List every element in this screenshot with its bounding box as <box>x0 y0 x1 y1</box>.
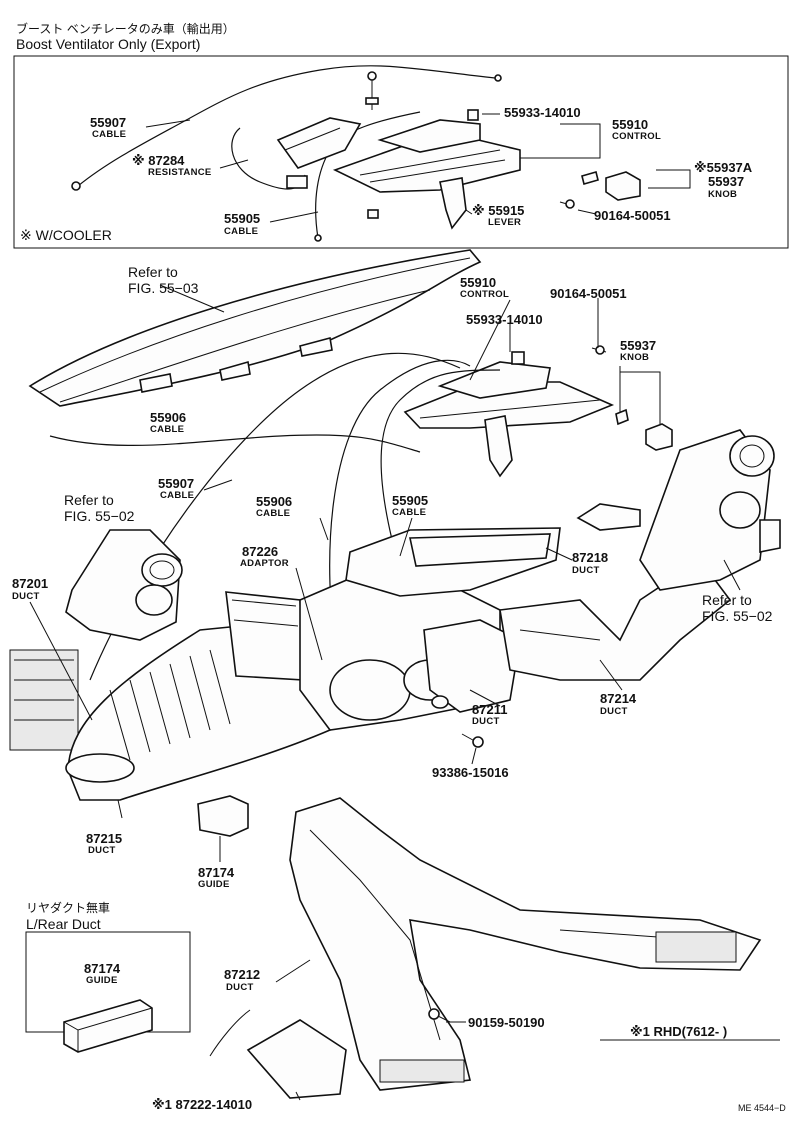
ref-55-03-line1: Refer to <box>128 264 178 280</box>
main-knob-55937 <box>615 408 673 451</box>
main-87212-number: 87212 <box>224 967 261 982</box>
main-87215-name: DUCT <box>88 845 116 856</box>
ref-55-02-left-line1: Refer to <box>64 492 114 508</box>
ref-55-02-right-line1: Refer to <box>702 592 752 608</box>
main-screw-90164 <box>591 345 607 355</box>
box-55905-name: CABLE <box>224 226 259 237</box>
inset-part-number: 87174 <box>84 961 121 976</box>
screw-90159 <box>428 1008 451 1023</box>
box-55937-number: 55937 <box>708 174 745 189</box>
main-55906b-name: CABLE <box>256 508 291 519</box>
box-note: ※ W/COOLER <box>20 227 112 243</box>
box-55910-name: CONTROL <box>612 131 662 142</box>
inset-jp-label: リヤダクト無車 <box>26 901 111 915</box>
bottom-part-number: ※1 87222-14010 <box>152 1097 253 1112</box>
box-cable-55907 <box>71 65 502 191</box>
box-bolt <box>365 71 379 219</box>
main-55907-name: CABLE <box>160 490 195 501</box>
main-55905-number: 55905 <box>392 493 429 508</box>
main-55906a-name: CABLE <box>150 424 185 435</box>
header-en-title: Boost Ventilator Only (Export) <box>16 36 201 52</box>
duct-87211 <box>423 619 521 713</box>
heater-unit <box>9 649 79 751</box>
main-55907-number: 55907 <box>158 476 195 491</box>
main-55905-name: CABLE <box>392 507 427 518</box>
rhd-footnote: ※1 RHD(7612- ) <box>630 1024 728 1039</box>
box-control-55910 <box>332 109 521 193</box>
main-55937-name: KNOB <box>620 352 650 363</box>
inset-part-name: GUIDE <box>86 975 118 986</box>
box-90164-number: 90164-50051 <box>594 208 671 223</box>
small-bracket <box>576 503 641 531</box>
box-87284-number: ※ 87284 <box>132 153 185 168</box>
main-90164-number: 90164-50051 <box>550 286 627 301</box>
main-control-55910 <box>403 351 615 478</box>
ref-55-02-right-line2: FIG. 55−02 <box>702 608 773 624</box>
box-55937a-number: ※55937A <box>694 160 753 175</box>
main-93386-number: 93386-15016 <box>432 765 509 780</box>
insulator-87222 <box>246 1019 347 1099</box>
main-87226-number: 87226 <box>242 544 279 559</box>
main-87211-name: DUCT <box>472 716 500 727</box>
box-resistance-87284 <box>231 127 308 190</box>
main-87214-name: DUCT <box>600 706 628 717</box>
upper-vent-duct <box>28 249 482 407</box>
main-87212-name: DUCT <box>226 982 254 993</box>
box-screw-90164 <box>559 199 575 209</box>
main-87215-number: 87215 <box>86 831 123 846</box>
arrow-curve <box>209 1009 251 1057</box>
right-elbow-duct <box>639 429 781 591</box>
main-cable-55906-a <box>49 434 421 453</box>
box-55937-name: KNOB <box>708 189 738 200</box>
main-55933-number: 55933-14010 <box>466 312 543 327</box>
duct-87212 <box>289 797 762 1091</box>
main-cable-55905 <box>380 369 501 571</box>
main-cable-55906-b <box>329 359 471 665</box>
duct-87218 <box>345 527 561 597</box>
main-55906b-number: 55906 <box>256 494 293 509</box>
main-55906a-number: 55906 <box>150 410 187 425</box>
main-87226-name: ADAPTOR <box>240 558 289 569</box>
box-55910-number: 55910 <box>612 117 649 132</box>
inset-en-label: L/Rear Duct <box>26 916 101 932</box>
main-87214-number: 87214 <box>600 691 637 706</box>
main-87201-name: DUCT <box>12 591 40 602</box>
main-55910-number: 55910 <box>460 275 497 290</box>
main-90159-number: 90159-50190 <box>468 1015 545 1030</box>
main-55910-name: CONTROL <box>460 289 510 300</box>
box-87284-name: RESISTANCE <box>148 167 212 178</box>
box-55915-number: ※ 55915 <box>472 203 525 218</box>
ref-55-02-left-line2: FIG. 55−02 <box>64 508 135 524</box>
main-87218-number: 87218 <box>572 550 609 565</box>
guide-87174 <box>197 795 249 837</box>
box-55907-name: CABLE <box>92 129 127 140</box>
main-87174-number: 87174 <box>198 865 235 880</box>
main-87211-number: 87211 <box>472 702 508 717</box>
main-87174-name: GUIDE <box>198 879 230 890</box>
main-55937-number: 55937 <box>620 338 657 353</box>
box-lever-55915 <box>439 177 467 230</box>
box-resistance-bracket <box>276 117 362 169</box>
bolt-93386 <box>461 733 484 748</box>
boost-ventilator-box <box>13 55 789 249</box>
box-55915-name: LEVER <box>488 217 522 228</box>
main-87201-number: 87201 <box>12 576 49 591</box>
box-55905-number: 55905 <box>224 211 261 226</box>
duct-87214 <box>499 558 732 681</box>
box-55933-number: 55933-14010 <box>504 105 581 120</box>
header-jp-title: ブースト ベンチレータのみ車（輸出用） <box>16 22 235 36</box>
box-55907-number: 55907 <box>90 115 127 130</box>
duct-87201 <box>65 529 183 641</box>
inset-guide-block <box>63 999 153 1053</box>
ref-55-03-line2: FIG. 55−03 <box>128 280 199 296</box>
adaptor-87226 <box>225 591 305 681</box>
box-knob-55937 <box>581 171 641 201</box>
diagram-code: ME 4544−D <box>738 1103 786 1113</box>
main-87218-name: DUCT <box>572 565 600 576</box>
